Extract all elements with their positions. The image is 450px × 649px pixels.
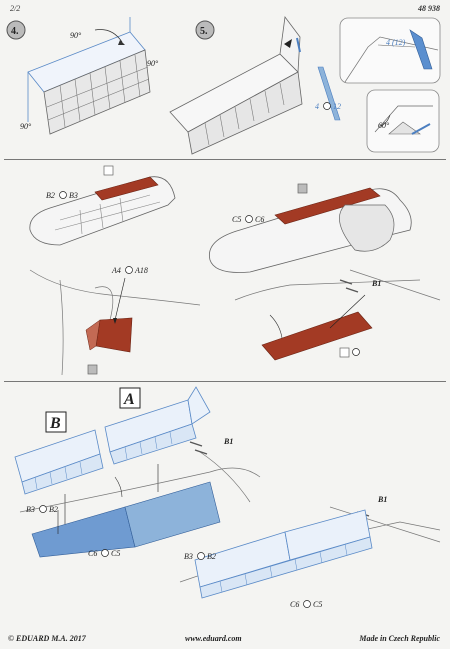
step-5-part-ref: 4: [315, 102, 319, 111]
step-4-number: 4.: [11, 26, 19, 37]
flip-symbol-icon: [197, 552, 205, 560]
right-ref-a: B3: [184, 552, 193, 561]
flip-symbol-icon: [245, 215, 253, 223]
step-4-angle-right: 90°: [147, 59, 159, 68]
flip-symbol-icon: [39, 505, 47, 513]
flip-symbol-icon: [59, 191, 67, 199]
paint-swatch-icon: [103, 165, 114, 176]
option-a-box: [119, 387, 141, 409]
step-4-angle-top: 90°: [70, 31, 82, 40]
step-5-number: 5.: [200, 26, 208, 37]
right-wing-ref-b: C6: [255, 215, 264, 224]
option-b-flap-drawing: [14, 429, 104, 527]
section-steps-4-5: 4. 90° 90° 90° 5.: [6, 15, 441, 155]
footer-copyright: © EDUARD M.A. 2017: [8, 634, 86, 643]
section-divider-2: [4, 381, 446, 382]
flip-symbol-icon: [303, 600, 311, 608]
left-bottom-ref-a: C6: [88, 549, 97, 558]
flap-bay-drawing: [234, 269, 441, 361]
inset-angle-drawing: [374, 105, 433, 135]
step-4-flap-assembly: [27, 17, 151, 135]
section-flap-options: A B: [14, 386, 441, 609]
left-ref-a: B3: [26, 505, 35, 514]
option-b-box: [45, 411, 67, 433]
right-wing-drawing: [208, 183, 412, 273]
upper-ref: B1: [223, 437, 233, 446]
left-bottom-ref-b: C5: [111, 549, 120, 558]
right-ref-b: B2: [207, 552, 216, 561]
option-a-flap-drawing: [104, 386, 211, 492]
left-wing-underside-drawing: [19, 441, 261, 558]
right-bottom-ref-a: C6: [290, 600, 299, 609]
bay-detail-drawing: [29, 269, 201, 376]
footer-origin: Made in Czech Republic: [359, 634, 440, 643]
section-wing-parts: B2 B3 C5 C6 A4 A18: [29, 165, 441, 376]
section-divider-1: [4, 159, 446, 160]
option-a-label: A: [123, 391, 135, 408]
right-bottom-ref-b: C5: [313, 600, 322, 609]
right-wing-ref-a: C5: [232, 215, 241, 224]
paint-swatch-icon: [297, 183, 308, 194]
flap-ref: B1: [371, 279, 381, 288]
page-number: 2/2: [10, 4, 21, 13]
detail-ref-a: A4: [111, 266, 121, 275]
step-4-angle-bottom: 90°: [20, 122, 32, 131]
flip-symbol-icon: [352, 348, 360, 356]
product-code: 48 938: [418, 4, 440, 13]
footer-website[interactable]: www.eduard.com: [185, 634, 242, 643]
paint-swatch-icon: [339, 347, 350, 358]
left-wing-ref-b: B3: [69, 191, 78, 200]
detail-ref-b: A18: [134, 266, 148, 275]
left-wing-ref-a: B2: [46, 191, 55, 200]
right-wing-underside-drawing: [179, 506, 441, 599]
flip-symbol-icon: [125, 266, 133, 274]
flip-symbol-icon: [323, 102, 331, 110]
paint-swatch-icon: [87, 364, 98, 375]
right-ref: B1: [377, 495, 387, 504]
step-4-badge: [6, 20, 26, 40]
step-5-badge: [195, 20, 215, 40]
inset-top-label: 4 (12): [386, 38, 406, 47]
inset-panel-angle: [366, 89, 440, 153]
left-ref-b: B2: [49, 505, 58, 514]
left-wing-drawing: [29, 165, 176, 246]
inset-angle-label: 60°: [378, 121, 390, 130]
flip-symbol-icon: [101, 549, 109, 557]
option-b-label: B: [49, 415, 61, 432]
inset-top-drawing: [344, 29, 439, 83]
step-5-part-ref-alt: 12: [333, 102, 341, 111]
step-5-flap-assembly: [169, 15, 341, 155]
